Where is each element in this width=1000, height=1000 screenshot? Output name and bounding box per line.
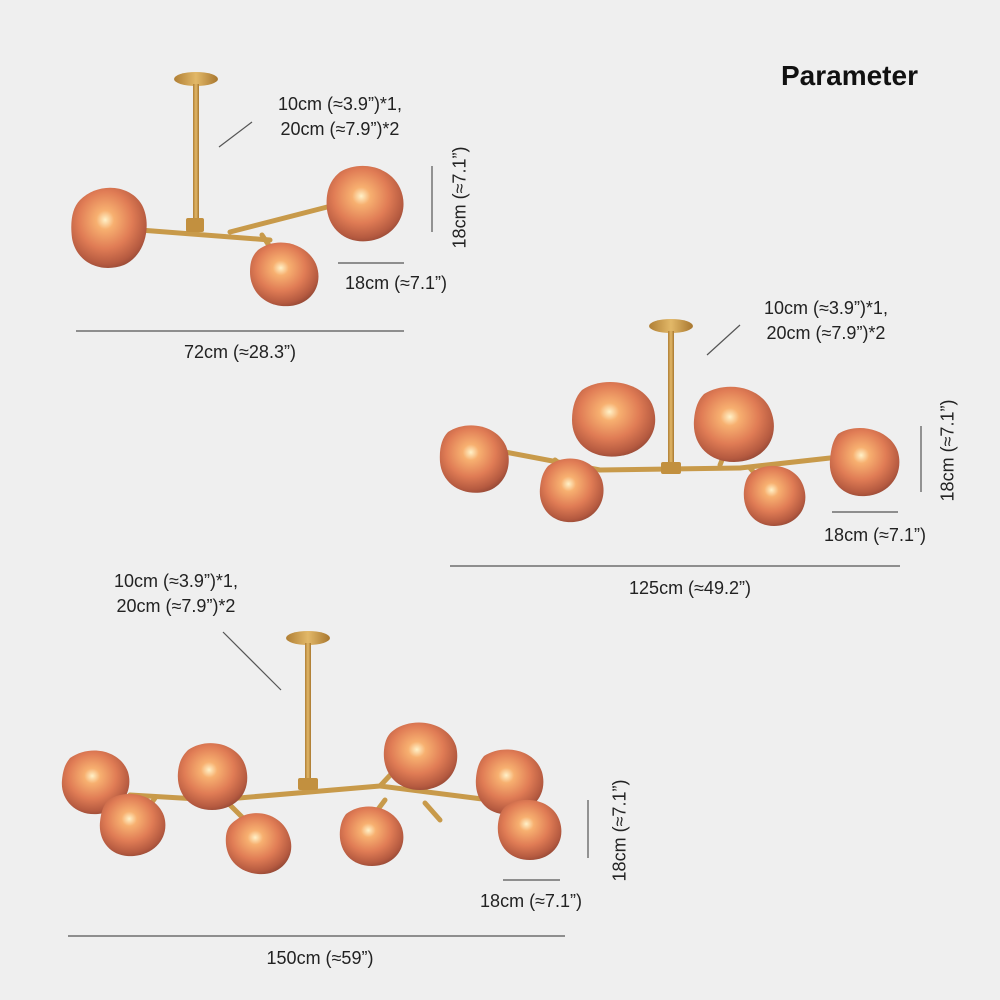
glass-shade (99, 793, 166, 857)
total-width-label: 150cm (≈59”) (266, 948, 374, 968)
glass-shade (383, 722, 458, 790)
shade-width-label: 18cm (≈7.1”) (480, 891, 582, 911)
glass-shade (250, 242, 319, 307)
lamp-6-light (439, 319, 900, 526)
fixing-note-line-2: 20cm (≈7.9”)*2 (766, 323, 886, 343)
glass-shade (71, 187, 147, 268)
shade-width-label: 18cm (≈7.1”) (824, 525, 926, 545)
dimension-lines (68, 121, 922, 937)
shade-height-label: 18cm (≈7.1”) (609, 779, 630, 882)
fixing-note-line-1: 10cm (≈3.9”)*1, (764, 298, 888, 318)
fixing-note-line-2: 20cm (≈7.9”)*2 (280, 119, 400, 139)
leader-line (222, 631, 282, 691)
lamp-8-light (61, 631, 562, 875)
fixing-note-line-2: 20cm (≈7.9”)*2 (116, 596, 236, 616)
ceiling-canopy (649, 319, 693, 333)
glass-shade (177, 743, 248, 810)
glass-shade (539, 458, 604, 523)
hub (661, 462, 681, 474)
hub (298, 778, 318, 790)
glass-shades (61, 722, 562, 875)
down-rod (305, 643, 311, 780)
shade-height-label: 18cm (≈7.1”) (449, 146, 470, 249)
leader-line (218, 121, 253, 148)
glass-shade (829, 428, 900, 497)
fixing-note: 10cm (≈3.9”)*1, 20cm (≈7.9”)*2 (736, 296, 916, 346)
hub (186, 218, 204, 232)
page-title: Parameter (781, 60, 918, 91)
total-width-label: 125cm (≈49.2”) (629, 578, 751, 598)
glass-shade (693, 386, 774, 462)
lamp-3-light (71, 72, 404, 307)
glass-shades (439, 381, 900, 526)
ceiling-canopy (286, 631, 330, 645)
ceiling-canopy (174, 72, 218, 86)
glass-shade (339, 806, 404, 866)
shade-height-label: 18cm (≈7.1”) (937, 399, 958, 502)
glass-shade (572, 381, 656, 457)
total-width-label: 72cm (≈28.3”) (184, 342, 296, 362)
glass-shades (71, 165, 404, 307)
fixing-note: 10cm (≈3.9”)*1, 20cm (≈7.9”)*2 (250, 92, 430, 142)
fixing-note-line-1: 10cm (≈3.9”)*1, (278, 94, 402, 114)
down-rod (193, 84, 199, 219)
glass-shade (475, 749, 544, 815)
glass-shade (326, 165, 404, 242)
leader-line (706, 324, 741, 356)
fixing-note: 10cm (≈3.9”)*1, 20cm (≈7.9”)*2 (86, 569, 266, 619)
fixing-note-line-1: 10cm (≈3.9”)*1, (114, 571, 238, 591)
shade-width-label: 18cm (≈7.1”) (345, 273, 447, 293)
glass-shade (439, 425, 509, 493)
glass-shade (225, 813, 292, 875)
glass-shade (743, 465, 806, 526)
down-rod (668, 331, 674, 463)
glass-shade (497, 799, 562, 860)
